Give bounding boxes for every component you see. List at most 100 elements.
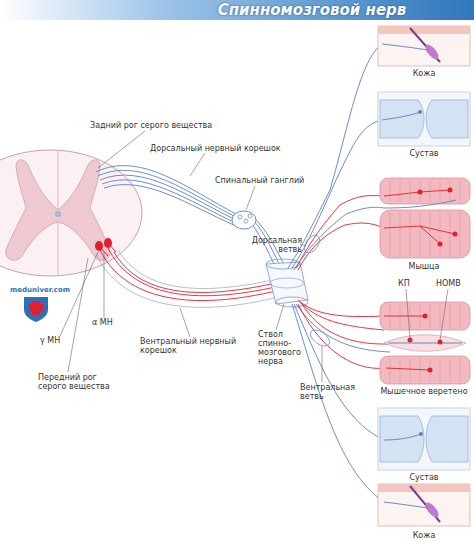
ventral-root-outline-part	[96, 254, 282, 307]
joint-tissue-part	[382, 112, 420, 120]
tissue-caption: Кожа	[378, 69, 470, 78]
muscle-tissue-part	[453, 232, 458, 237]
ventral-branch-part	[298, 304, 386, 368]
skin-tissue	[378, 26, 470, 66]
dorsal-branch-part	[296, 196, 384, 268]
leader-lines-part	[322, 346, 323, 382]
spinal-cord-part	[56, 212, 61, 217]
watermark: meduniver.com	[10, 286, 80, 295]
callout-label: КП	[398, 279, 418, 288]
part-label: Задний рог серого вещества	[90, 121, 225, 130]
spinal-ganglion-part	[244, 219, 248, 223]
muscle-tissue-part	[380, 210, 470, 258]
leader-lines-part	[98, 131, 145, 168]
joint-tissue-part	[378, 408, 470, 470]
logo-shield-part	[29, 304, 43, 312]
skin-tissue-part	[423, 43, 441, 62]
skin-tissue-part	[378, 484, 470, 526]
tissue-panel: Кожа	[378, 26, 470, 78]
joint-tissue-part	[426, 416, 468, 462]
skin-tissue-part	[384, 502, 428, 508]
dorsal-branch-part	[294, 207, 384, 270]
tissue-panel: Мышечное веретено	[378, 292, 470, 396]
spinal-ganglion	[232, 211, 256, 229]
skin-tissue-part	[382, 44, 428, 50]
ventral-branch	[292, 300, 390, 502]
nerve-trunk	[266, 259, 308, 307]
logo-shield-part	[24, 297, 48, 322]
tissue-panel: Мышца	[378, 175, 470, 271]
ventral-branch-part	[308, 327, 333, 349]
ventral-root	[100, 248, 280, 301]
muscle-tissue-part	[380, 178, 470, 204]
muscle-tissue-part	[384, 200, 456, 208]
ventral-root-outline-part	[118, 250, 282, 289]
spinal-cord-part	[99, 243, 116, 256]
spinal-ganglion-part	[232, 211, 256, 229]
leader-lines	[60, 131, 448, 382]
joint-tissue-part	[419, 432, 423, 436]
joint-tissue-part	[384, 434, 421, 440]
tissue-panel: Кожа	[378, 484, 470, 540]
leader-lines-part	[190, 153, 205, 176]
skin-tissue	[378, 484, 470, 526]
muscle-tissue-part	[384, 190, 455, 244]
title-text: Спинномозговой нерв	[150, 1, 474, 19]
skin-tissue-part	[378, 484, 470, 492]
ventral-branch-part	[298, 300, 384, 317]
spinal-cord	[0, 150, 142, 276]
tissue-caption: Сустав	[378, 149, 470, 158]
muscle-spindle-part	[384, 335, 466, 352]
neuron-label: α МН	[92, 318, 132, 327]
muscle-spindle-part	[384, 316, 430, 370]
skin-tissue-part	[378, 26, 470, 34]
joint-tissue-part	[426, 100, 468, 138]
leader-lines-part	[406, 289, 410, 338]
ventral-branch-part	[292, 304, 384, 502]
neuron-label: γ МН	[40, 336, 80, 345]
muscle-tissue-part	[448, 188, 453, 193]
part-label: Вентральная ветвь	[300, 383, 362, 401]
muscle-spindle	[380, 302, 470, 384]
part-label: Передний рог серого вещества	[38, 373, 113, 391]
spinal-ganglion-part	[238, 215, 242, 219]
ventral-branch-part	[300, 302, 384, 330]
muscle-tissue-part	[418, 190, 423, 195]
joint-tissue	[378, 408, 470, 470]
ventral-branch-part	[296, 304, 390, 352]
spinal-cord-part	[0, 150, 142, 276]
nerve-trunk-part	[270, 278, 304, 288]
part-label: Ствол спинно-мозгового нерва	[258, 330, 308, 366]
skin-tissue-part	[423, 501, 441, 520]
skin-tissue-part	[410, 486, 440, 522]
joint-tissue-part	[380, 416, 424, 462]
leader-lines-part	[104, 252, 105, 318]
leader-lines-part	[68, 258, 88, 372]
callout-label: НОМВ	[436, 279, 470, 288]
ventral-root-outline	[96, 250, 282, 307]
joint-tissue-part	[380, 100, 424, 138]
tissue-caption: Сустав	[378, 473, 470, 482]
tissue-caption: Кожа	[378, 531, 470, 540]
ventral-root-part	[100, 250, 280, 301]
logo-shield	[24, 297, 48, 322]
ventral-branch-part	[302, 304, 388, 344]
joint-tissue	[378, 92, 470, 146]
skin-tissue-part	[378, 26, 470, 66]
muscle-tissue	[380, 178, 470, 258]
muscle-tissue-part	[438, 242, 443, 247]
dorsal-branch-part	[301, 232, 322, 255]
dorsal-root-part	[104, 185, 236, 226]
tissue-panel: Сустав	[378, 408, 470, 482]
part-label: Дорсальная ветвь	[246, 236, 302, 254]
ventral-branch-part	[294, 304, 384, 440]
muscle-spindle-part	[388, 343, 462, 344]
part-label: Спинальный ганглий	[215, 176, 310, 185]
tissue-caption: Мышца	[378, 262, 470, 271]
tissue-panel: Сустав	[378, 92, 470, 158]
joint-tissue-part	[378, 92, 470, 146]
joint-tissue-part	[418, 110, 422, 114]
part-label: Дорсальный нервный корешок	[150, 144, 285, 153]
leader-lines-part	[276, 304, 284, 330]
